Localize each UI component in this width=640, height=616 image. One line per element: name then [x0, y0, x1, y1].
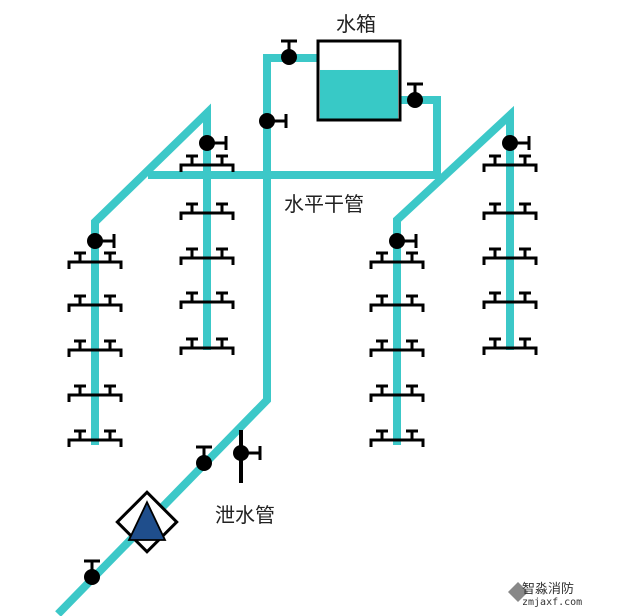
faucet-icon [67, 251, 95, 269]
faucet-icon [179, 202, 207, 220]
drain-pipe-label: 泄水管 [215, 503, 275, 527]
faucet-icon [482, 154, 510, 172]
faucet-icon [67, 339, 95, 357]
faucet-icon [207, 154, 235, 172]
faucet-icon [397, 339, 425, 357]
faucet-icon [482, 337, 510, 355]
faucet-icon [67, 429, 95, 447]
faucet-icon [482, 202, 510, 220]
faucet-icon [207, 291, 235, 309]
faucet-icon [510, 337, 538, 355]
faucet-icon [369, 339, 397, 357]
faucet-icon [510, 154, 538, 172]
faucet-icon [510, 291, 538, 309]
main-pipe-label: 水平干管 [284, 192, 364, 216]
faucet-icon [510, 202, 538, 220]
faucet-icon [95, 294, 123, 312]
faucet-icon [369, 429, 397, 447]
faucet-icon [369, 294, 397, 312]
faucet-icon [95, 429, 123, 447]
faucet-icon [179, 247, 207, 265]
faucet-icon [369, 251, 397, 269]
pump-icon [115, 490, 179, 554]
faucet-icon [95, 251, 123, 269]
watermark-name: 智淼消防 [522, 582, 575, 597]
faucet-icon [369, 384, 397, 402]
watermark: 智淼消防 zmjaxf.com [522, 578, 582, 608]
faucet-icon [482, 247, 510, 265]
tank-water [320, 69, 398, 119]
faucet-icon [179, 337, 207, 355]
faucet-icon [179, 291, 207, 309]
faucet-icon [397, 251, 425, 269]
faucet-icon [482, 291, 510, 309]
faucet-icon [397, 294, 425, 312]
faucet-icon [207, 202, 235, 220]
watermark-url: zmjaxf.com [522, 597, 583, 608]
faucet-icon [510, 247, 538, 265]
pump-triangle [127, 500, 167, 541]
faucet-icon [67, 294, 95, 312]
faucet-icon [179, 154, 207, 172]
faucet-icon [397, 384, 425, 402]
riser-pipe-1 [91, 103, 211, 445]
faucet-icon [95, 339, 123, 357]
faucet-icon [95, 384, 123, 402]
tank-label: 水箱 [336, 12, 376, 36]
faucet-icon [207, 337, 235, 355]
faucet-icon [207, 247, 235, 265]
faucet-icon [67, 384, 95, 402]
watermark-logo-icon [508, 582, 528, 602]
riser-pipe-2 [393, 105, 514, 445]
tank-outlet-pipe [400, 96, 441, 178]
faucet-icon [397, 429, 425, 447]
